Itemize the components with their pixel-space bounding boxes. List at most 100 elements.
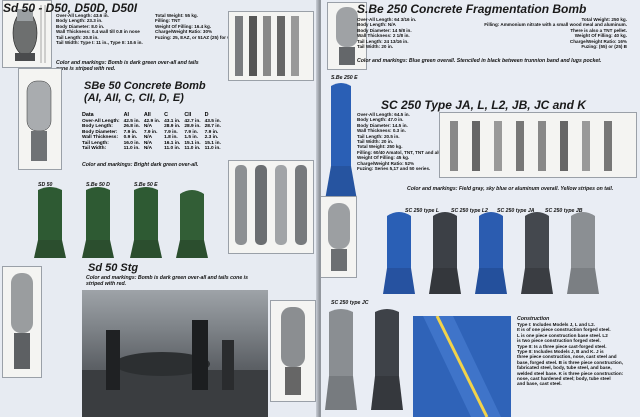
table-cell: 2.3 in. xyxy=(204,135,219,140)
construction-line: and base, cast steel. xyxy=(517,381,562,387)
sc250-spec-line: Tail Width: 20 in. xyxy=(357,139,394,145)
construction-line: It is of one piece construction forged s… xyxy=(517,327,611,333)
left-right-drawing-top xyxy=(228,11,314,81)
sd50-title: Sd 50 - D50, D50D, D50I xyxy=(3,1,138,15)
table-row: Over-All Length: 42.5 in. 42.9 in. 43.1 … xyxy=(80,119,223,125)
sd50-spec-line: Total Weight: 55 kg. xyxy=(155,13,198,18)
table-header-row: Data AI AII C CII D xyxy=(80,112,223,119)
table-cell: 42.5 in. xyxy=(123,118,140,124)
drawing-svg xyxy=(235,165,307,245)
sbe250-title: S.Be 250 Concrete Fragmentation Bomb xyxy=(357,2,587,16)
green-bombs-illustration xyxy=(34,187,208,258)
sbe250-specs-right: Total Weight: 250 kg. Filling: Ammonium … xyxy=(477,17,627,49)
sbe250-specs-left: Over-All Length: 64 3/16 in. Body Length… xyxy=(357,17,416,49)
sc250-bomb-lower-gray xyxy=(325,309,357,410)
sd50-spec-line: Filling: TNT xyxy=(155,18,181,24)
right-page: S.Be 250 Concrete Fragmentation Bomb Ove… xyxy=(321,0,640,417)
construction-line: nose, cast hardened steel; body, tube st… xyxy=(517,376,611,382)
table-cell: Tail Width: xyxy=(82,146,107,151)
sbe250-spec-line: Total Weight: 250 kg. xyxy=(581,17,627,22)
sc250-spec-line: Tail Length: 20.5 in. xyxy=(357,133,400,139)
drawing-svg xyxy=(328,203,350,271)
sbe250-spec-line: Body Length: N/A xyxy=(357,22,396,28)
table-cell: N/A xyxy=(143,124,153,129)
sd50-caption-text: Color and markings: Bomb is dark green o… xyxy=(56,60,199,72)
sc250-spec-line: Over-All Length: 64.5 in. xyxy=(357,112,410,117)
left-right-drawing-mid xyxy=(228,160,314,254)
sc250-spec-line: Weight Of Filling: 45 kg. xyxy=(357,155,410,161)
sc250-bomb-lower-dark xyxy=(371,309,403,410)
photo-svg xyxy=(82,320,268,417)
sd50stg-drawing-svg xyxy=(11,273,33,369)
construction-title: Construction xyxy=(517,316,550,322)
sbe50-title-line1: SBe 50 Concrete Bomb xyxy=(84,80,206,92)
table-cell: 42.9 in. xyxy=(143,118,161,124)
sbe50-title: SBe 50 Concrete Bomb (AI, AII, C, CII, D… xyxy=(84,80,206,104)
sbe50-title-line2: (AI, AII, C, CII, D, E) xyxy=(84,92,184,104)
sbe50-spec-table: Data AI AII C CII D Over-All Length: 42.… xyxy=(80,112,223,152)
sbe250-spec-line: Filling: Ammonium nitrate with a small w… xyxy=(484,22,627,33)
bomb-sublabel: type JA xyxy=(515,208,535,214)
sc250-caption-text: Color and markings: Field gray, sky blue… xyxy=(407,186,614,192)
table-cell: N/A xyxy=(143,146,153,151)
sd50-spec-line: Tail Length: 20.8 in. xyxy=(56,34,99,40)
sc250-spec-line: Wall Thickness: 0.3 in. xyxy=(357,128,406,134)
table-cell: 7.9 in. xyxy=(164,129,178,135)
construction-line: Type II: Is a three piece cast-forged st… xyxy=(517,343,607,349)
sbe250-bomb-label: S.Be 250 E xyxy=(331,75,358,81)
sc250-bomb-label-3: SC 250 type JA xyxy=(497,208,535,214)
table-row: Wall Thickness: 0.9 in. N/A 1.8 in. 1.5 … xyxy=(80,135,223,141)
sc250-spec-line: Body Length: 47.0 in. xyxy=(357,117,404,123)
table-cell: 16.0 in. xyxy=(123,140,140,146)
bomb-label: S.Be 50 D xyxy=(86,182,110,188)
sc250-bombs-lower xyxy=(325,309,403,410)
bomb-label: S.Be 50 E xyxy=(134,182,158,188)
drawing-svg xyxy=(235,16,299,76)
table-row: Tail Width: 11.0 in. N/A 11.0 in. 11.0 i… xyxy=(80,146,223,152)
table-cell: 0.9 in. xyxy=(123,135,138,140)
table-cell: 16.1 in. xyxy=(164,140,181,146)
sd50stg-caption-text: Color and markings: Bomb is dark green o… xyxy=(86,275,249,287)
sbe50-drawing-svg xyxy=(26,80,52,161)
sc250-bomb-gray xyxy=(567,212,599,294)
sd50stg-caption: Color and markings: Bomb is dark green o… xyxy=(86,275,266,287)
construction-line: three piece construction, nose, cast ste… xyxy=(517,354,617,360)
sd50stg-title: Sd 50 Stg xyxy=(88,262,139,274)
table-row: Tail Length: 16.0 in. N/A 16.1 in. 15.1 … xyxy=(80,141,223,147)
green-bomb-1 xyxy=(34,187,66,258)
historical-photo xyxy=(82,290,268,417)
sbe250-spec-line: Over-All Length: 64 3/16 in. xyxy=(357,17,417,22)
sc250-drawing-sheet xyxy=(439,112,637,178)
sc250-bomb-charcoal xyxy=(521,212,553,294)
sbe250-caption-text: Color and markings: Blue green overall. … xyxy=(357,58,602,64)
table-cell: 15.1 in. xyxy=(204,140,221,146)
table-header-cell: AII xyxy=(143,112,151,118)
bomb-label: SC 250 xyxy=(545,208,563,214)
blue-sbe250-bomb xyxy=(325,83,357,200)
green-bomb-2 xyxy=(82,187,114,258)
table-cell: 11.0 in. xyxy=(164,146,181,151)
sd50-spec-line: Body Length: 23.3 in. xyxy=(56,18,103,24)
table-cell: N/A xyxy=(143,135,153,140)
sc250-bomb-label-2: SC 250 type L2 xyxy=(451,208,488,214)
sbe250-spec-line: Weight Of Filling: 40 kg. xyxy=(574,33,627,39)
table-cell: 42.7 in. xyxy=(184,118,201,124)
table-cell: Body Diameter: xyxy=(82,129,118,135)
sbe250-spec-line: Fuzing: (55) or (25) B xyxy=(581,44,627,50)
sc250-bomb-label-1: SC 250 type L xyxy=(405,208,439,214)
sc250-bomb-label-5: SC 250 type JC xyxy=(331,300,369,306)
table-row: Body Length: 26.8 in. N/A 28.9 in. 28.9 … xyxy=(80,124,223,130)
construction-line: Type II: Includes Models J, B and K. J i… xyxy=(517,349,604,355)
construction-svg xyxy=(423,315,501,417)
sbe250-spec-line: Wall Thickness: 2 1/8 in. xyxy=(357,33,410,39)
table-cell: 7.9 in. xyxy=(184,129,198,135)
construction-panel xyxy=(413,315,511,417)
green-bomb-3 xyxy=(130,187,162,258)
table-cell: 11.0 in. xyxy=(204,146,221,151)
construction-line: fabricated steel, body, tube steel, and … xyxy=(517,365,612,371)
bomb-label: SC 250 xyxy=(497,208,515,214)
book-gutter xyxy=(316,0,324,417)
sc250-bomb-blue-2 xyxy=(475,212,507,294)
sc250-title: SC 250 Type JA, L, L2, JB, JC and K xyxy=(381,98,586,112)
sc250-specs: Over-All Length: 64.5 in. Body Length: 4… xyxy=(357,112,475,171)
